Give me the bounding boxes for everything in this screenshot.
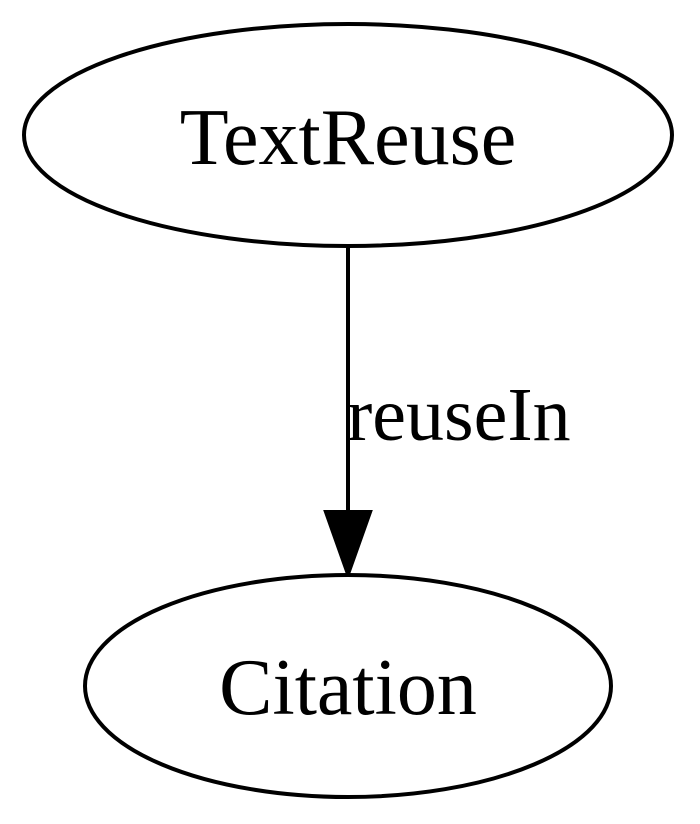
edge-reusein-arrowhead: [323, 510, 373, 580]
node-textreuse: TextReuse: [22, 22, 674, 248]
node-citation-label: Citation: [219, 644, 477, 732]
edge-reusein: reuseIn: [323, 246, 571, 580]
node-citation-ellipse: [83, 573, 613, 799]
node-textreuse-label: TextReuse: [180, 94, 517, 182]
node-citation: Citation: [83, 573, 613, 799]
edge-reusein-label: reuseIn: [347, 373, 571, 457]
